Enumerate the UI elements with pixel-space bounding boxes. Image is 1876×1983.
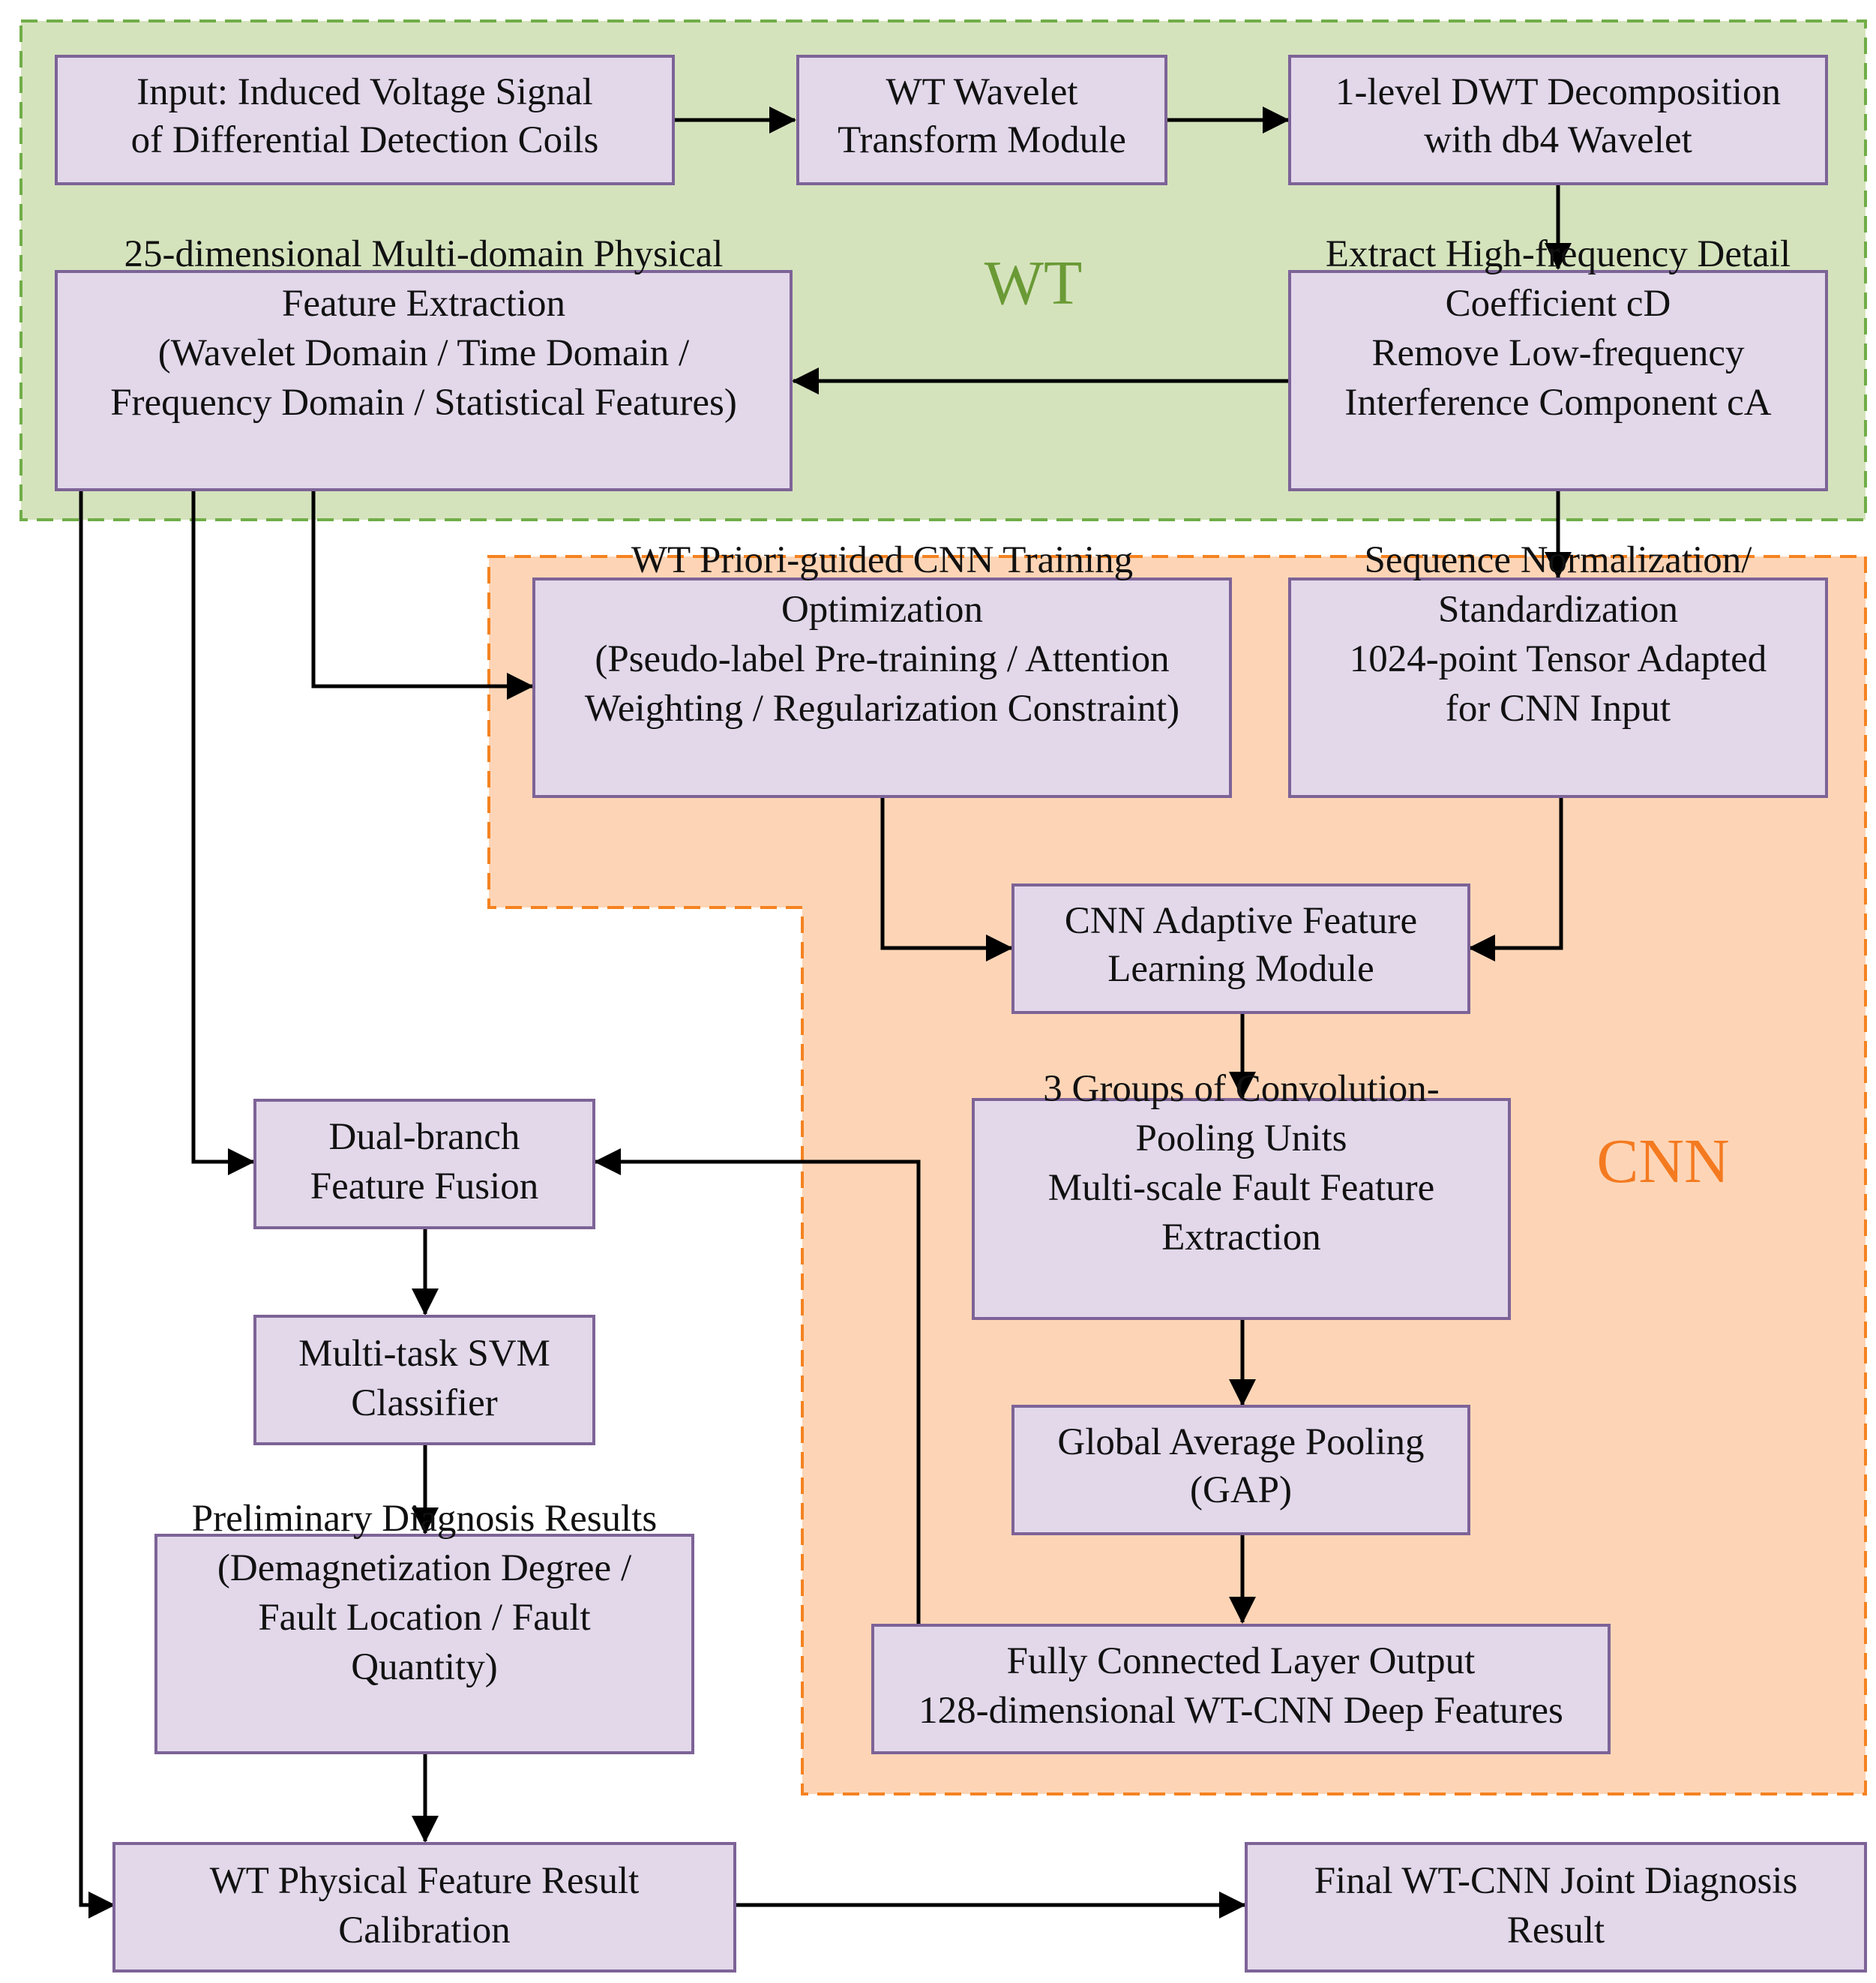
node-normalize-line-1: Sequence Normalization/ <box>1365 539 1753 581</box>
node-cnn-adaptive-line-2: Learning Module <box>1107 948 1374 990</box>
node-fc-box <box>871 1624 1611 1754</box>
node-conv-groups-line-2: Pooling Units <box>1136 1118 1347 1160</box>
node-wt-module-line-1: WT Wavelet <box>886 71 1078 113</box>
node-wt-module-box <box>796 55 1167 185</box>
node-feature25-line-1: 25-dimensional Multi-domain Physical <box>124 233 724 275</box>
node-fc-line-2: 128-dimensional WT-CNN Deep Features <box>919 1690 1563 1732</box>
node-fc: Fully Connected Layer Output 128-dimensio… <box>871 1624 1611 1754</box>
node-priori-line-2: Optimization <box>781 589 983 631</box>
node-prelim: Preliminary Diagnosis Results (Demagnetiz… <box>154 1498 694 1754</box>
node-priori: WT Priori-guided CNN TrainingOptimizatio… <box>532 539 1232 798</box>
node-extract-cd-box <box>1288 270 1828 491</box>
wt-region-label: WT <box>984 248 1083 318</box>
node-final-box <box>1245 1842 1867 1972</box>
node-normalize-line-4: for CNN Input <box>1446 688 1671 730</box>
node-priori-line-4: Weighting / Regularization Constraint) <box>585 688 1179 730</box>
node-svm-line-2: Classifier <box>351 1382 497 1424</box>
node-input-line-2: of Differential Detection Coils <box>131 119 599 161</box>
arrow-priori-to-cnn-adaptive <box>880 796 1013 962</box>
node-prelim-line-4: Quantity) <box>351 1646 497 1688</box>
node-feature25-box <box>55 270 793 491</box>
node-conv-groups-line-1: 3 Groups of Convolution- <box>1043 1068 1439 1110</box>
arrow-feature25-to-priori <box>311 490 534 700</box>
node-svm-line-1: Multi-task SVM <box>298 1333 550 1375</box>
node-gap-line-2: (GAP) <box>1190 1469 1292 1511</box>
node-input-line-1: Input: Induced Voltage Signal <box>136 71 593 113</box>
node-prelim-box <box>154 1534 694 1754</box>
node-normalize-line-3: 1024-point Tensor Adapted <box>1350 638 1767 680</box>
connectors <box>79 106 1572 1918</box>
node-cnn-adaptive-line-1: CNN Adaptive Feature <box>1065 900 1417 942</box>
cnn-region-label: CNN <box>1596 1126 1729 1196</box>
node-final-line-1: Final WT-CNN Joint Diagnosis <box>1314 1860 1798 1902</box>
node-calibration-line-1: WT Physical Feature Result <box>210 1860 640 1902</box>
node-input: Input: Induced Voltage Signal of Differen… <box>55 55 675 185</box>
node-extract-cd: Extract High-frequency DetailCoefficient… <box>1288 233 1828 491</box>
arrow-feature25-to-calibration <box>79 490 115 1918</box>
node-fusion-line-2: Feature Fusion <box>310 1166 539 1208</box>
node-extract-cd-line-2: Coefficient cD <box>1446 283 1671 325</box>
node-dwt-line-1: 1-level DWT Decomposition <box>1335 71 1781 113</box>
node-wt-module-line-2: Transform Module <box>838 119 1126 161</box>
node-normalize: Sequence Normalization/Standardization 10… <box>1288 539 1828 798</box>
node-svm: Multi-task SVM Classifier <box>253 1315 595 1445</box>
node-prelim-line-1: Preliminary Diagnosis Results <box>192 1498 657 1540</box>
node-conv-groups-box <box>972 1098 1511 1320</box>
node-final-line-2: Result <box>1507 1910 1605 1952</box>
node-calibration-line-2: Calibration <box>338 1910 510 1952</box>
node-feature25-line-4: Frequency Domain / Statistical Features) <box>110 382 737 424</box>
node-normalize-box <box>1288 578 1828 798</box>
node-extract-cd-line-3: Remove Low-frequency <box>1371 332 1745 374</box>
node-gap-line-1: Global Average Pooling <box>1057 1421 1424 1463</box>
node-prelim-line-3: Fault Location / Fault <box>258 1597 590 1639</box>
node-input-box <box>55 55 675 185</box>
node-priori-box <box>532 578 1232 798</box>
node-extract-cd-line-4: Interference Component cA <box>1344 382 1771 424</box>
node-extract-cd-line-1: Extract High-frequency Detail <box>1326 233 1791 275</box>
node-prelim-line-2: (Demagnetization Degree / <box>217 1547 632 1589</box>
node-fc-line-1: Fully Connected Layer Output <box>1007 1640 1476 1682</box>
node-priori-line-3: (Pseudo-label Pre-training / Attention <box>595 638 1169 680</box>
node-gap: Global Average Pooling (GAP) <box>1011 1405 1470 1535</box>
node-feature25: 25-dimensional Multi-domain PhysicalFeat… <box>55 233 793 491</box>
node-feature25-line-2: Feature Extraction <box>282 283 565 325</box>
arrow-fc-to-fusion <box>594 1148 921 1624</box>
node-dwt: 1-level DWT Decomposition with db4 Wavele… <box>1288 55 1828 185</box>
node-conv-groups-line-3: Multi-scale Fault Feature <box>1048 1167 1435 1209</box>
nodes: Input: Induced Voltage Signal of Differen… <box>55 55 1867 1972</box>
node-priori-line-1: WT Priori-guided CNN Training <box>631 539 1133 581</box>
node-fusion-box <box>253 1099 595 1229</box>
node-conv-groups-line-4: Extraction <box>1161 1216 1320 1258</box>
node-dwt-box <box>1288 55 1828 185</box>
node-cnn-adaptive-box <box>1011 884 1470 1014</box>
node-normalize-line-2: Standardization <box>1438 589 1678 631</box>
node-gap-box <box>1011 1405 1470 1535</box>
node-feature25-line-3: (Wavelet Domain / Time Domain / <box>158 332 690 374</box>
arrow-feature25-to-fusion <box>191 490 255 1175</box>
arrow-normalize-to-cnn-adaptive <box>1468 796 1563 962</box>
node-fusion-line-1: Dual-branch <box>329 1116 520 1158</box>
node-conv-groups: 3 Groups of Convolution- Pooling UnitsMul… <box>972 1068 1511 1320</box>
node-calibration-box <box>112 1842 736 1972</box>
node-svm-box <box>253 1315 595 1445</box>
node-dwt-line-2: with db4 Wavelet <box>1424 119 1692 161</box>
